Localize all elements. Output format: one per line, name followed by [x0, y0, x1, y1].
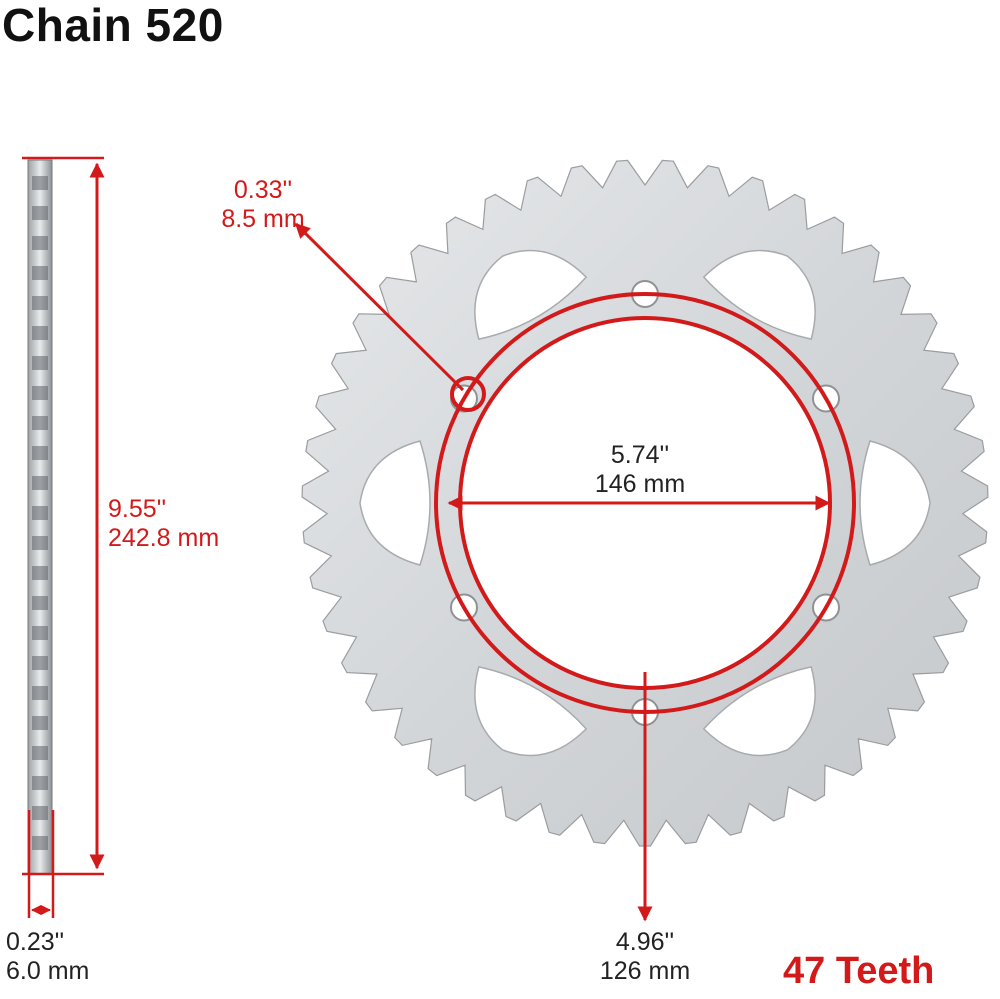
side-tooth-mark: [32, 416, 48, 430]
side-tooth-mark: [32, 566, 48, 580]
side-tooth-mark: [32, 356, 48, 370]
bolt-hole-mm: 8.5 mm: [221, 205, 305, 233]
sprocket-side-view: [27, 159, 53, 875]
side-tooth-mark: [32, 296, 48, 310]
outer-height-label: 9.55'' 242.8 mm: [108, 495, 219, 553]
bolt-hole-leader: [294, 222, 465, 392]
side-tooth-mark: [32, 176, 48, 190]
dimension-lines: [22, 156, 831, 922]
side-tooth-mark: [32, 776, 48, 790]
side-tooth-mark: [32, 656, 48, 670]
side-tooth-mark: [32, 236, 48, 250]
outer-height-inch: 9.55'': [108, 495, 167, 523]
cutout-slot: [474, 665, 588, 757]
page-title: Chain 520: [2, 0, 224, 51]
center-bore-inch: 4.96'': [615, 928, 675, 956]
side-tooth-mark: [32, 596, 48, 610]
cutout-slot: [359, 440, 431, 566]
side-tooth-mark: [32, 476, 48, 490]
center-bore-mm: 126 mm: [599, 957, 691, 985]
side-tooth-mark: [32, 836, 48, 850]
thickness-inch: 0.23'': [6, 928, 65, 956]
bolt-circle-inch: 5.74'': [610, 441, 670, 469]
side-tooth-mark: [32, 266, 48, 280]
center-bore-label: 4.96'' 126 mm: [580, 928, 710, 986]
side-tooth-mark: [32, 326, 48, 340]
cutout-slot: [859, 440, 931, 566]
cutout-slot: [702, 665, 816, 757]
bolt-hole-inch: 0.33'': [233, 176, 293, 204]
side-tooth-mark: [32, 206, 48, 220]
cutout-slot: [702, 249, 816, 341]
teeth-count-label: 47 Teeth: [783, 950, 935, 992]
side-tooth-mark: [32, 626, 48, 640]
bolt-hole-highlight: [450, 376, 486, 412]
side-tooth-mark: [32, 446, 48, 460]
side-tooth-mark: [32, 686, 48, 700]
outer-height-mm: 242.8 mm: [108, 524, 220, 552]
thickness-mm: 6.0 mm: [6, 957, 90, 985]
side-tooth-mark: [32, 536, 48, 550]
side-tooth-mark: [32, 746, 48, 760]
side-tooth-mark: [32, 716, 48, 730]
bolt-circle-label: 5.74'' 146 mm: [560, 441, 720, 499]
side-tooth-mark: [32, 506, 48, 520]
cutout-slot: [474, 249, 588, 341]
thickness-label: 0.23'' 6.0 mm: [6, 928, 89, 986]
bolt-hole-label: 0.33'' 8.5 mm: [203, 176, 323, 234]
side-tooth-mark: [32, 386, 48, 400]
bolt-circle-mm: 146 mm: [594, 470, 686, 498]
side-tooth-mark: [32, 806, 48, 820]
